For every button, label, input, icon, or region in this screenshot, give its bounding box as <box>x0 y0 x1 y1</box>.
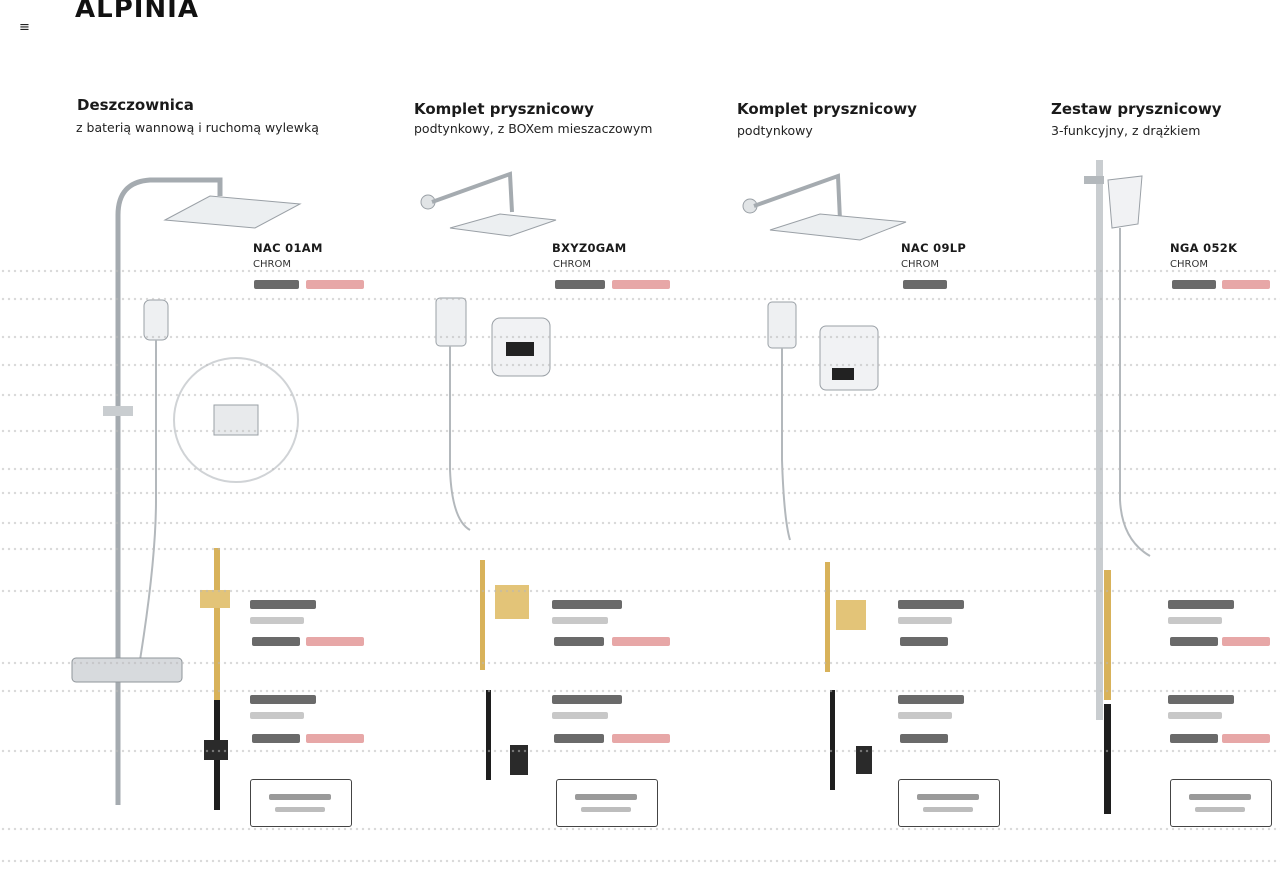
price-placeholder <box>250 617 304 624</box>
price-placeholder <box>1168 712 1222 719</box>
product-finish: CHROM <box>1170 259 1208 270</box>
price-placeholder <box>554 637 604 646</box>
product-title: Komplet prysznicowy <box>414 100 594 118</box>
price-placeholder <box>1222 734 1270 743</box>
price-placeholder <box>306 637 364 646</box>
price-placeholder <box>898 617 952 624</box>
info-box <box>1170 779 1272 827</box>
noise-row <box>0 826 1280 832</box>
noise-row <box>0 588 1280 594</box>
noise-row <box>0 392 1280 398</box>
noise-row <box>0 520 1280 526</box>
product-subtitle: podtynkowy <box>737 123 813 138</box>
product-finish: CHROM <box>901 259 939 270</box>
price-placeholder <box>1222 637 1270 646</box>
price-placeholder <box>612 734 670 743</box>
info-box <box>898 779 1000 827</box>
product-subtitle: z baterią wannową i ruchomą wylewką <box>76 120 319 135</box>
price-placeholder <box>898 695 964 704</box>
price-placeholder <box>552 617 608 624</box>
brand-title: ALPINIA <box>75 0 199 24</box>
price-placeholder <box>612 280 670 289</box>
product-title: Zestaw prysznicowy <box>1051 100 1222 118</box>
price-placeholder <box>900 637 948 646</box>
noise-row <box>0 334 1280 340</box>
info-box <box>556 779 658 827</box>
price-placeholder <box>552 600 622 609</box>
price-placeholder <box>900 734 948 743</box>
price-placeholder <box>306 280 364 289</box>
shower-rail-set-image <box>1084 160 1151 814</box>
price-placeholder <box>555 280 605 289</box>
price-placeholder <box>612 637 670 646</box>
noise-row <box>0 296 1280 302</box>
product-code: BXYZ0GAM <box>552 241 627 255</box>
noise-row <box>0 660 1280 666</box>
price-placeholder <box>1168 600 1234 609</box>
price-placeholder <box>898 600 964 609</box>
noise-row <box>0 858 1280 864</box>
product-code: NGA 052K <box>1170 241 1238 255</box>
noise-row <box>0 546 1280 552</box>
product-code: NAC 01AM <box>253 241 323 255</box>
concealed-shower-set-image <box>742 173 907 790</box>
noise-row <box>0 688 1280 694</box>
product-subtitle: podtynkowy, z BOXem mieszaczowym <box>414 121 653 136</box>
menu-icon[interactable]: ≡ <box>19 20 30 35</box>
price-placeholder <box>552 712 608 719</box>
info-box <box>250 779 352 827</box>
product-subtitle: 3-funkcyjny, z drążkiem <box>1051 123 1201 138</box>
price-placeholder <box>1170 734 1218 743</box>
price-placeholder <box>252 637 300 646</box>
product-finish: CHROM <box>253 259 291 270</box>
price-placeholder <box>1168 695 1234 704</box>
noise-row <box>0 466 1280 472</box>
price-placeholder <box>1172 280 1216 289</box>
price-placeholder <box>898 712 952 719</box>
noise-row <box>0 490 1280 496</box>
product-finish: CHROM <box>553 259 591 270</box>
price-placeholder <box>903 280 947 289</box>
price-placeholder <box>1170 637 1218 646</box>
product-title: Deszczownica <box>77 96 194 114</box>
product-code: NAC 09LP <box>901 241 967 255</box>
price-placeholder <box>554 734 604 743</box>
product-column-3: Komplet prysznicowy podtynkowy NAC 09LP … <box>0 0 1000 871</box>
noise-row <box>0 748 1280 754</box>
noise-row <box>0 362 1280 368</box>
noise-row <box>0 428 1280 434</box>
price-placeholder <box>250 600 316 609</box>
noise-row <box>0 268 1280 274</box>
price-placeholder <box>252 734 300 743</box>
product-title: Komplet prysznicowy <box>737 100 917 118</box>
price-placeholder <box>552 695 622 704</box>
price-placeholder <box>1168 617 1222 624</box>
price-placeholder <box>1222 280 1270 289</box>
price-placeholder <box>306 734 364 743</box>
price-placeholder <box>250 712 304 719</box>
price-placeholder <box>250 695 316 704</box>
price-placeholder <box>254 280 299 289</box>
